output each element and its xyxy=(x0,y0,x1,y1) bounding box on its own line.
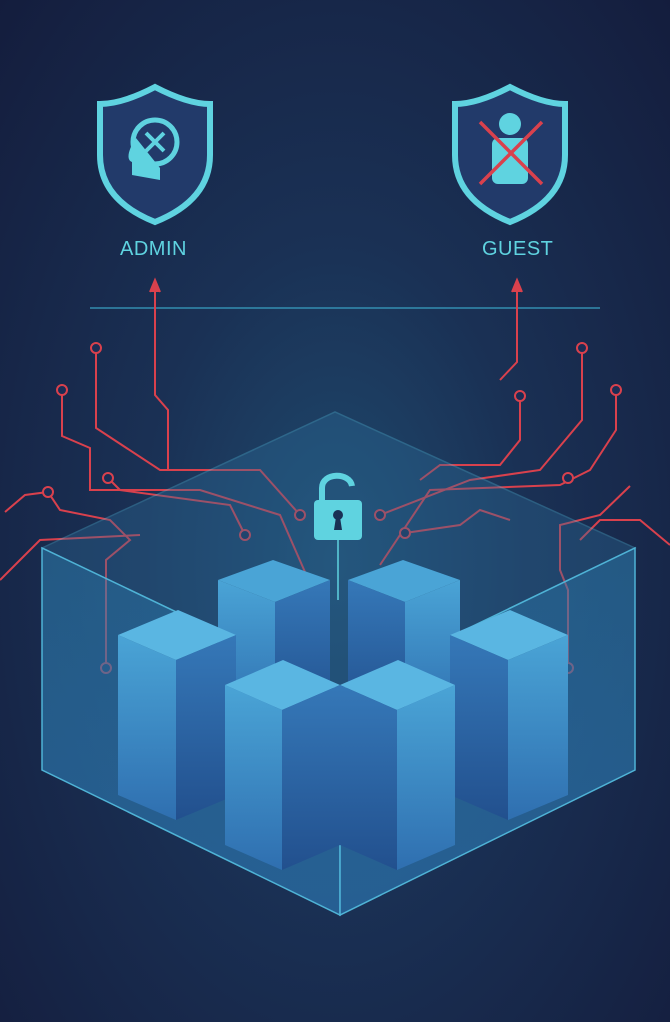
access-arrows xyxy=(149,277,523,470)
guest-label: GUEST xyxy=(482,238,554,260)
admin-label: ADMIN xyxy=(120,238,187,260)
unlocked-padlock-icon xyxy=(314,472,362,600)
guest-shield-icon xyxy=(452,83,568,226)
admin-shield-icon xyxy=(97,83,213,226)
server-racks xyxy=(118,560,568,870)
circuit-traces xyxy=(0,348,670,668)
